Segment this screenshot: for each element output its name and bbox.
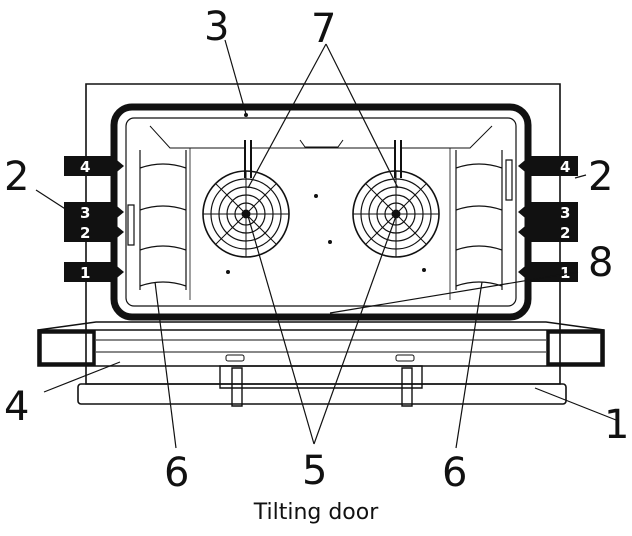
callout-4: 4 <box>4 384 29 430</box>
fan-right <box>353 140 439 257</box>
svg-text:4: 4 <box>80 158 90 176</box>
callout-8: 8 <box>588 240 613 286</box>
callout-7: 7 <box>311 6 336 52</box>
level-tag-3-right: 3 <box>518 202 578 222</box>
rack-rail-right <box>456 150 512 290</box>
svg-text:3: 3 <box>560 204 570 222</box>
caption: Tilting door <box>253 500 379 525</box>
leader-lines <box>36 40 616 448</box>
callout-2-left: 2 <box>4 154 29 200</box>
rack-rail-left <box>128 150 186 290</box>
svg-text:2: 2 <box>560 224 570 242</box>
svg-text:1: 1 <box>560 264 570 282</box>
svg-text:4: 4 <box>560 158 570 176</box>
svg-text:1: 1 <box>80 264 90 282</box>
level-tag-2-left: 2 <box>64 222 124 242</box>
callout-5: 5 <box>302 448 327 494</box>
fan-left <box>203 140 289 257</box>
level-tag-4-left: 4 <box>64 156 124 176</box>
level-tag-1-right: 1 <box>518 262 578 282</box>
svg-text:3: 3 <box>80 204 90 222</box>
level-tags-right: 4 3 2 1 <box>518 156 578 282</box>
cavity-frame <box>114 107 528 317</box>
callout-6-left: 6 <box>164 450 189 496</box>
level-tag-3-left: 3 <box>64 202 124 222</box>
level-tag-1-left: 1 <box>64 262 124 282</box>
callout-6-right: 6 <box>442 450 467 496</box>
callouts: 3 7 2 2 8 4 1 6 5 6 <box>4 4 629 496</box>
level-tag-2-right: 2 <box>518 222 578 242</box>
callout-3: 3 <box>204 4 229 50</box>
tilting-door <box>38 322 604 406</box>
level-tags-left: 4 3 2 1 <box>64 156 124 282</box>
oven-body <box>78 84 566 404</box>
callout-2-right: 2 <box>588 154 613 200</box>
svg-text:2: 2 <box>80 224 90 242</box>
level-tag-4-right: 4 <box>518 156 578 176</box>
callout-1: 1 <box>604 402 629 448</box>
